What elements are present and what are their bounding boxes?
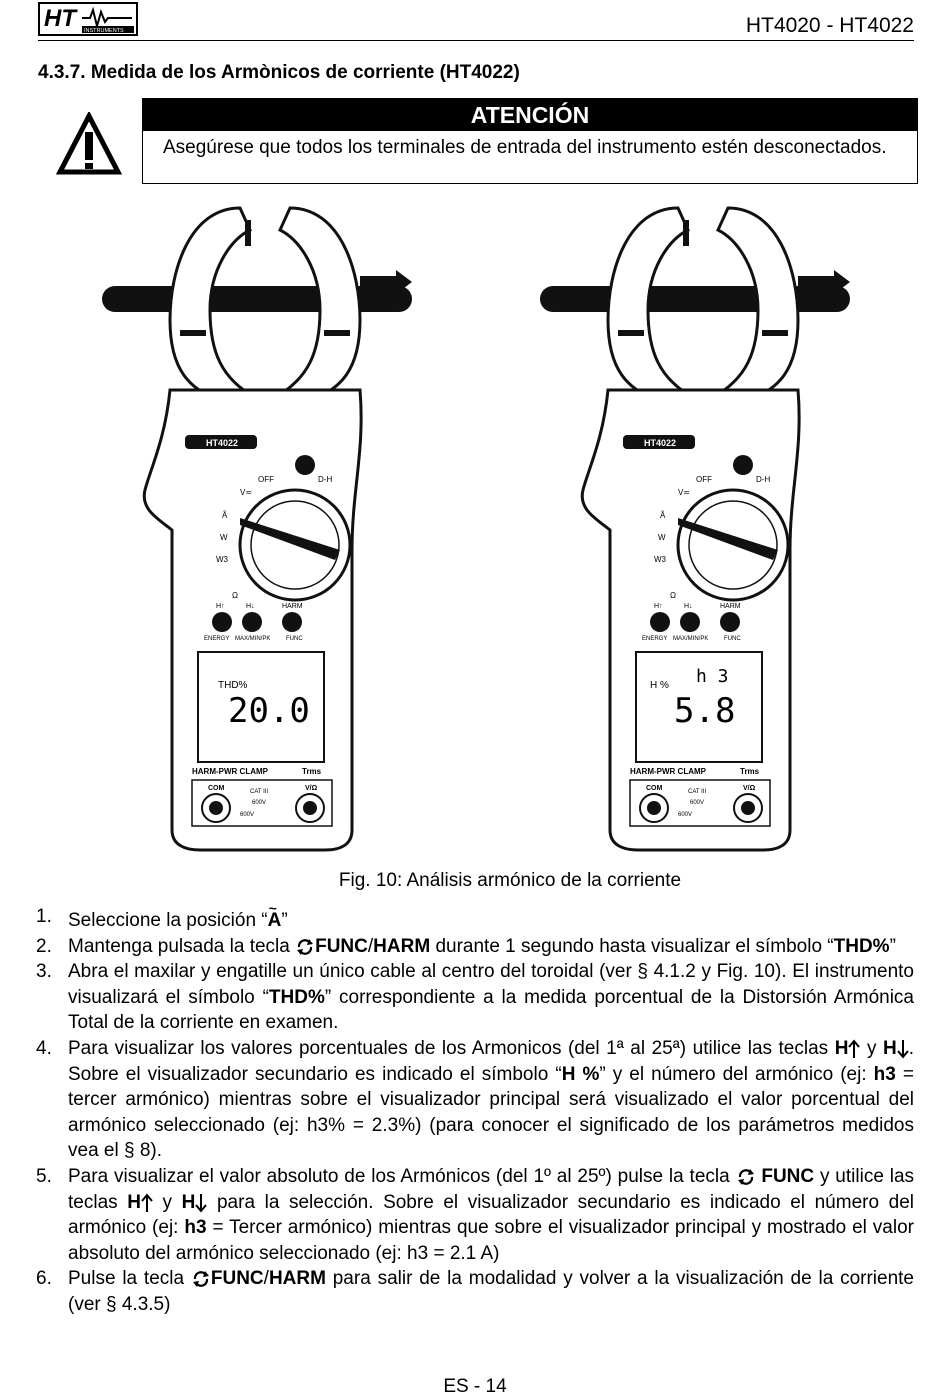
section-title: 4.3.7. Medida de los Armònicos de corrie… [38,62,520,83]
svg-text:HT: HT [44,5,78,32]
arrow-up-icon [848,1039,861,1058]
svg-text:CAT III: CAT III [688,789,706,795]
step-4: 4.Para visualizar los valores porcentual… [36,1037,915,1162]
clamp-meter-left: HT4022 D-H OFF V≂ Ã W W3 Ω H↑ H↓ HARM EN… [102,206,412,852]
svg-text:V/Ω: V/Ω [743,785,756,792]
svg-text:W: W [658,533,666,542]
func-rotate-icon [737,1168,754,1185]
svg-text:Trms: Trms [740,767,760,776]
svg-text:H↑: H↑ [654,603,663,610]
svg-text:FUNC: FUNC [724,636,741,642]
svg-text:Ω: Ω [670,591,676,600]
svg-text:INSTRUMENTS: INSTRUMENTS [84,28,124,34]
svg-text:MAX/MIN/PK: MAX/MIN/PK [235,636,270,642]
svg-text:D-H: D-H [318,475,332,484]
svg-text:D-H: D-H [756,475,770,484]
svg-text:HARM: HARM [720,603,741,610]
arrow-down-icon [896,1039,909,1059]
svg-text:600V: 600V [252,800,266,806]
svg-text:CAT III: CAT III [250,789,268,795]
svg-text:Trms: Trms [302,767,322,776]
svg-text:COM: COM [646,785,663,792]
svg-text:H↑: H↑ [216,603,225,610]
device-brand: HT4022 [206,438,238,448]
step-6: 6.Pulse la tecla FUNC/HARM para salir de… [36,1268,914,1315]
svg-text:HARM-PWR CLAMP: HARM-PWR CLAMP [192,767,269,776]
svg-text:20.0: 20.0 [228,691,310,731]
svg-text:H↓: H↓ [684,603,693,610]
svg-text:HARM-PWR CLAMP: HARM-PWR CLAMP [630,767,707,776]
header-rule [38,40,914,41]
svg-text:V/Ω: V/Ω [305,785,318,792]
svg-text:V≂: V≂ [678,488,690,497]
svg-text:ENERGY: ENERGY [642,636,667,642]
svg-text:FUNC: FUNC [286,636,303,642]
svg-text:600V: 600V [678,812,692,818]
cable [540,286,850,312]
svg-text:Ω: Ω [232,591,238,600]
arrow-down-icon [195,1193,208,1213]
svg-text:600V: 600V [240,812,254,818]
svg-text:600V: 600V [690,800,704,806]
svg-text:THD%: THD% [218,680,248,691]
figure-caption: Fig. 10: Análisis armónico de la corrien… [338,870,682,891]
svg-text:H %: H % [650,680,669,691]
ht-instruments-logo: HT INSTRUMENTS [38,2,138,36]
warning-title: ATENCIÓN [143,99,917,131]
svg-text:H↓: H↓ [246,603,255,610]
svg-text:Ã: Ã [222,511,228,520]
lcd-display [635,651,763,763]
cable [102,286,412,312]
warning-triangle-icon [56,112,122,175]
procedure-steps: 1.Seleccione la posición “~A” 2.Mantenga… [36,900,915,1318]
func-rotate-icon [192,1271,209,1288]
func-rotate-icon [297,938,314,955]
arrow-up-icon [141,1192,153,1212]
step-5: 5.Para visualizar el valor absoluto de l… [36,1165,915,1264]
device-brand: HT4022 [644,438,676,448]
step-3: 3.Abra el maxilar y engatille un único c… [36,961,914,1034]
step-1: 1.Seleccione la posición “~A” [36,900,914,934]
step-2: 2.Mantenga pulsada la tecla FUNC/HARM du… [36,935,896,957]
svg-text:OFF: OFF [696,475,712,484]
page-number: ES - 14 [443,1376,507,1397]
arrow-right-icon [360,270,412,294]
ac-current-symbol: ~A [267,900,282,931]
svg-text:ENERGY: ENERGY [204,636,229,642]
svg-text:COM: COM [208,785,225,792]
svg-text:W3: W3 [216,555,229,564]
lcd-display [197,651,325,763]
model-number: HT4020 - HT4022 [745,14,914,37]
svg-text:OFF: OFF [258,475,274,484]
clamp-meter-figure: HT4022 D-H OFF V≂ Ã W W3 Ω H↑ H↓ HARM EN… [102,206,850,852]
svg-text:Ã: Ã [660,511,666,520]
svg-text:HARM: HARM [282,603,303,610]
svg-text:MAX/MIN/PK: MAX/MIN/PK [673,636,708,642]
svg-text:W3: W3 [654,555,667,564]
svg-text:5.8: 5.8 [674,691,735,731]
svg-text:W: W [220,533,228,542]
arrow-right-icon [798,270,850,294]
warning-box: ATENCIÓN Asegúrese que todos los termina… [142,98,918,184]
svg-text:V≂: V≂ [240,488,252,497]
svg-text:h 3: h 3 [696,666,729,687]
warning-text: Asegúrese que todos los terminales de en… [163,137,887,158]
clamp-meter-right: HT4022 D-H OFF V≂ Ã W W3 Ω H↑ H↓ HARM EN… [540,206,850,852]
